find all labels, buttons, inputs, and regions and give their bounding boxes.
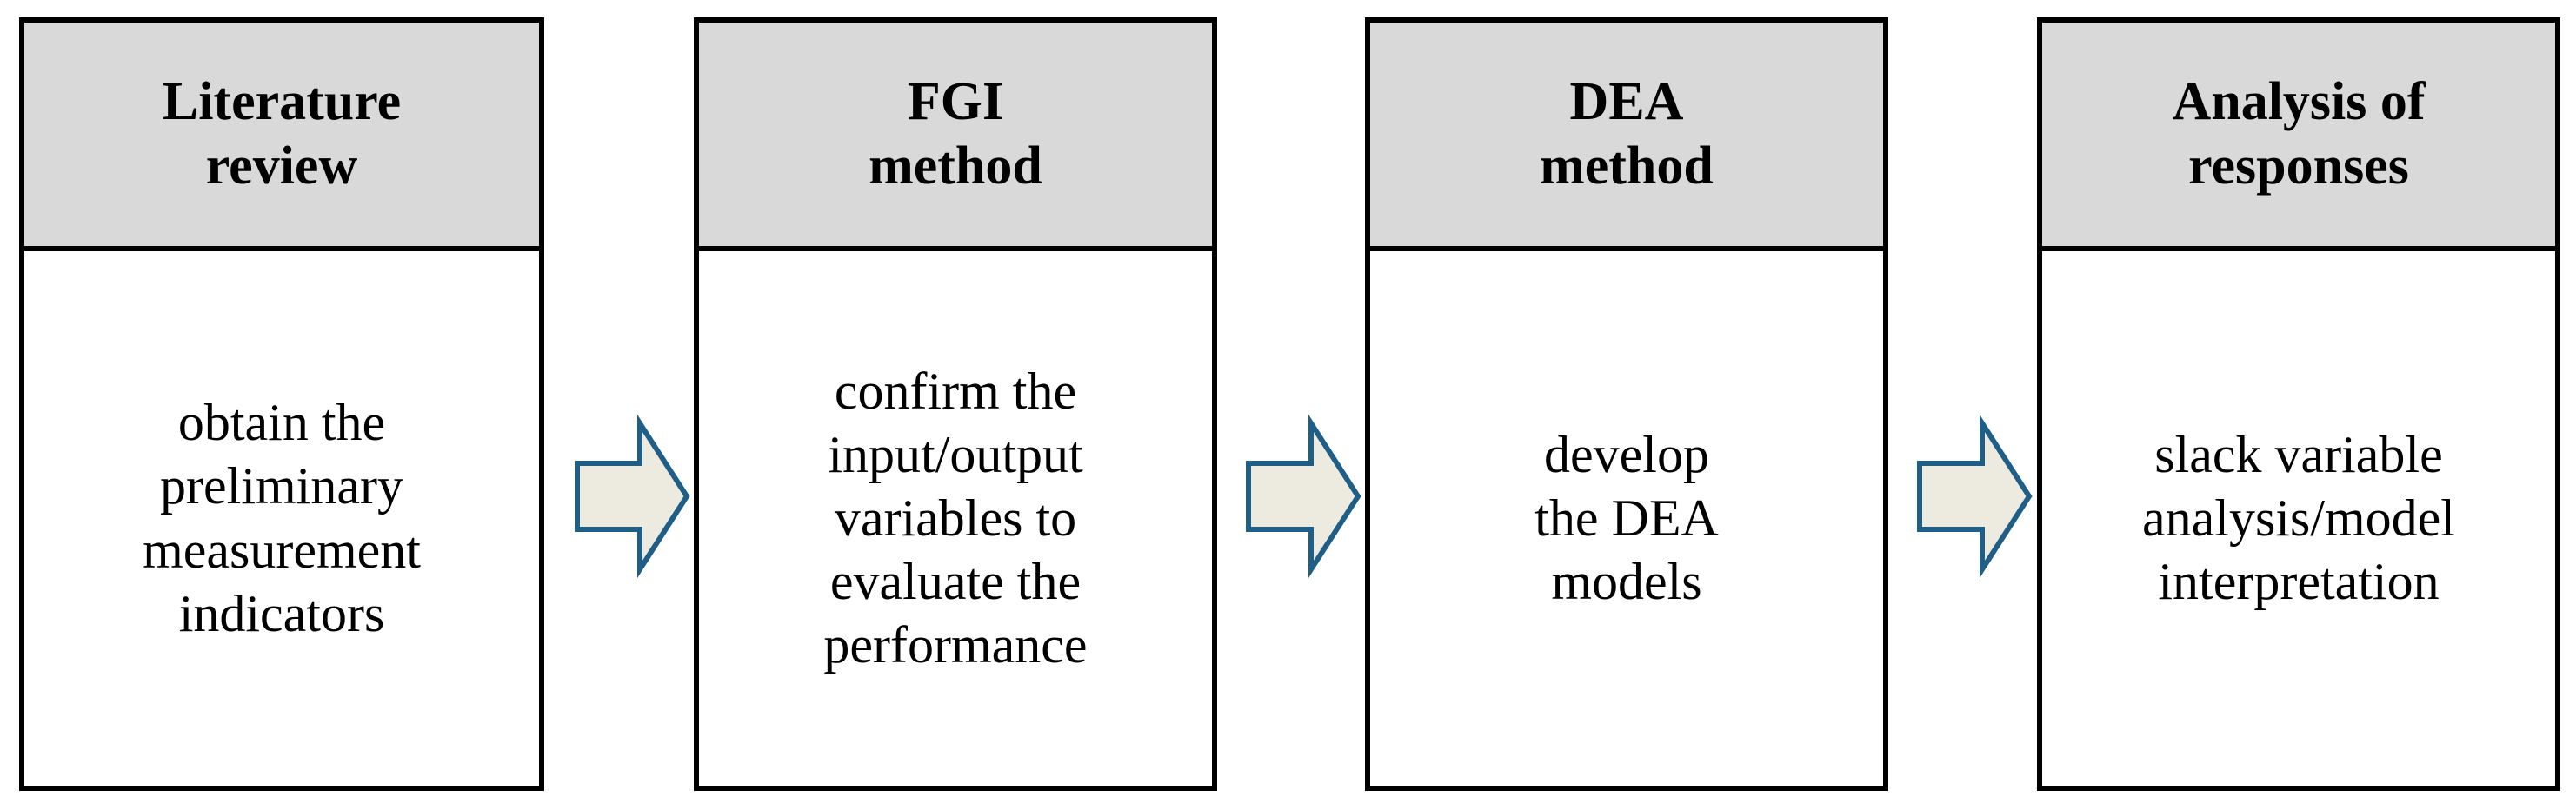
process-box-header: DEA method <box>1370 23 1883 251</box>
process-box-analysis-of-responses[interactable]: Analysis of responses slack variable ana… <box>2037 17 2560 791</box>
process-box-body: slack variable analysis/model interpreta… <box>2042 251 2555 786</box>
process-box-literature-review[interactable]: Literature review obtain the preliminary… <box>19 17 544 791</box>
process-box-body: confirm the input/output variables to ev… <box>699 251 1212 786</box>
arrow-right-icon-1 <box>575 414 690 579</box>
arrow-right-icon-3 <box>1917 414 2033 579</box>
process-box-dea-method[interactable]: DEA method develop the DEA models <box>1365 17 1888 791</box>
process-box-fgi-method[interactable]: FGI method confirm the input/output vari… <box>694 17 1217 791</box>
process-box-header: Analysis of responses <box>2042 23 2555 251</box>
process-box-header: Literature review <box>24 23 539 251</box>
process-box-header: FGI method <box>699 23 1212 251</box>
process-box-body: obtain the preliminary measurement indic… <box>24 251 539 786</box>
arrow-right-icon-2 <box>1246 414 1361 579</box>
process-box-body: develop the DEA models <box>1370 251 1883 786</box>
